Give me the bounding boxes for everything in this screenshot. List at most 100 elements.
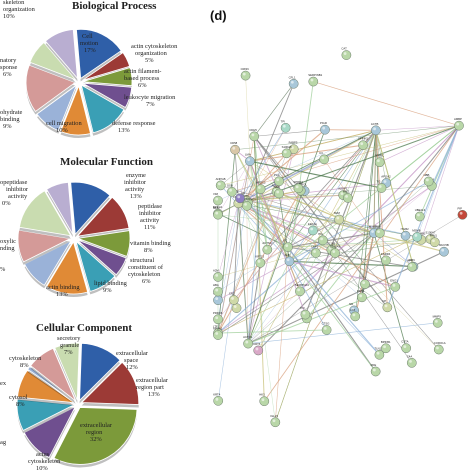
network-edge <box>237 127 286 204</box>
network-node-circle <box>213 314 223 325</box>
network-edge <box>245 199 276 423</box>
network-node-label: TF <box>235 190 239 194</box>
bp-label-cell-motion: Cell <box>82 33 93 40</box>
network-node-highlight <box>384 304 388 308</box>
mf-partial-label: nding <box>0 245 15 252</box>
network-node-label: IGLL5 <box>270 414 278 418</box>
network-node-highlight <box>372 368 376 372</box>
bp-partial-label: binding <box>0 116 20 123</box>
network-node: GSN <box>227 183 237 197</box>
network-node: CAP1 <box>311 244 321 258</box>
bp-partial-label: skeleton <box>3 0 25 6</box>
network-node-highlight <box>237 195 241 199</box>
pie-slice <box>76 196 130 237</box>
pie-slice <box>24 239 73 286</box>
network-node: ITG <box>318 232 328 246</box>
network-node-circle <box>376 183 387 193</box>
network-edge <box>288 241 435 248</box>
network-node: PI3 <box>300 306 311 320</box>
network-edge <box>421 125 460 240</box>
pie-slice <box>54 342 80 401</box>
network-node-label: SOD <box>274 185 280 189</box>
pie-slice <box>46 181 74 235</box>
network-node-label: PFN1 <box>430 234 438 238</box>
network-node-circle <box>400 230 411 241</box>
network-node-circle <box>374 157 385 168</box>
network-node-highlight <box>261 398 265 402</box>
network-node-label: MDH <box>213 206 219 210</box>
network-node-highlight <box>247 158 251 162</box>
bp-partial-label: 6% <box>3 71 12 78</box>
network-node-circle <box>457 209 468 220</box>
network-node: MUC5B <box>439 243 449 257</box>
network-node: CDH5 <box>249 128 260 142</box>
network-node-circle <box>249 131 260 142</box>
pie-slice <box>82 67 133 87</box>
network-node-circle <box>341 50 352 60</box>
network-node-highlight <box>362 281 366 285</box>
network-node-label: PYGL <box>300 182 308 186</box>
pie-slice <box>70 181 111 236</box>
network-node-label: LTF <box>213 325 218 329</box>
network-edge <box>217 246 289 292</box>
network-node-circle <box>274 188 284 199</box>
pie-slice <box>53 407 138 465</box>
network-node: C3 <box>319 151 329 165</box>
mf-partial-label: opeptidase <box>0 179 27 186</box>
network-node-label: ALB <box>284 253 289 257</box>
network-node-circle <box>330 248 340 258</box>
pie-slice <box>17 229 72 263</box>
network-node: B2M <box>334 211 344 225</box>
network-node: PLG <box>274 173 284 187</box>
cc-partial-label: ex <box>0 380 7 387</box>
network-node-label: SPINK5 <box>358 137 368 141</box>
network-node-label: CFL1 <box>289 75 296 79</box>
cc-label-ext-region-part: 13% <box>148 391 160 398</box>
network-node-label: PKM <box>375 225 382 229</box>
network-node-label: TLN1 <box>374 346 381 350</box>
network-node: IGLL5 <box>270 414 281 428</box>
network-node-label: ACTB <box>371 122 379 126</box>
mf-label-vitamin: vitamin binding <box>130 240 171 247</box>
network-edge <box>288 246 332 250</box>
cc-title: Cellular Component <box>36 322 132 334</box>
network-node-label: S100A7 <box>425 230 435 234</box>
network-edge <box>234 149 249 344</box>
network-node-label: C3 <box>319 151 323 155</box>
network-node: A2M <box>213 268 223 282</box>
network-node-highlight <box>313 250 316 253</box>
cc-label-ext-space: space <box>124 357 138 364</box>
network-node-circle <box>213 286 223 297</box>
network-node: CORO1A <box>434 341 446 355</box>
pie-slice <box>77 239 127 276</box>
network-edge <box>217 214 374 234</box>
network-node-highlight <box>359 294 363 298</box>
network-node-highlight <box>377 159 380 163</box>
network-node: UBE2L3 <box>415 208 426 222</box>
mf-label-structural: cytoskeleton <box>128 271 161 278</box>
cc-label-secretory: 7% <box>64 349 73 356</box>
network-node-circle <box>308 76 319 87</box>
network-node-label: ITGB2 <box>401 227 410 231</box>
network-node-label: FABP5 <box>289 141 298 145</box>
network-node: CD58 <box>230 141 240 155</box>
network-node-label: C4A <box>407 354 413 358</box>
network-node-highlight <box>215 197 219 201</box>
network-edge <box>220 125 460 186</box>
cc-label-secretory: secretory <box>57 335 81 342</box>
network-edge <box>254 129 326 137</box>
network-node-highlight <box>320 237 324 241</box>
network-edge <box>238 203 268 250</box>
pie-slice <box>80 361 140 405</box>
network-edge <box>217 239 324 334</box>
network-node-label: AMBP <box>454 117 462 121</box>
network-node-label: SERPINB1 <box>308 73 322 77</box>
network-node-highlight <box>282 124 286 128</box>
network-node: ITGB2 <box>400 227 411 241</box>
mf-labels: opeptidase inhibitor activity 0% oxylic … <box>0 172 171 298</box>
network-node: APOA1 <box>213 327 223 340</box>
network-edge <box>237 129 326 204</box>
network-node-label: ENO1 <box>390 278 398 282</box>
mf-label-peptidase: inhibitor <box>139 210 162 217</box>
network-node-highlight <box>310 78 314 82</box>
